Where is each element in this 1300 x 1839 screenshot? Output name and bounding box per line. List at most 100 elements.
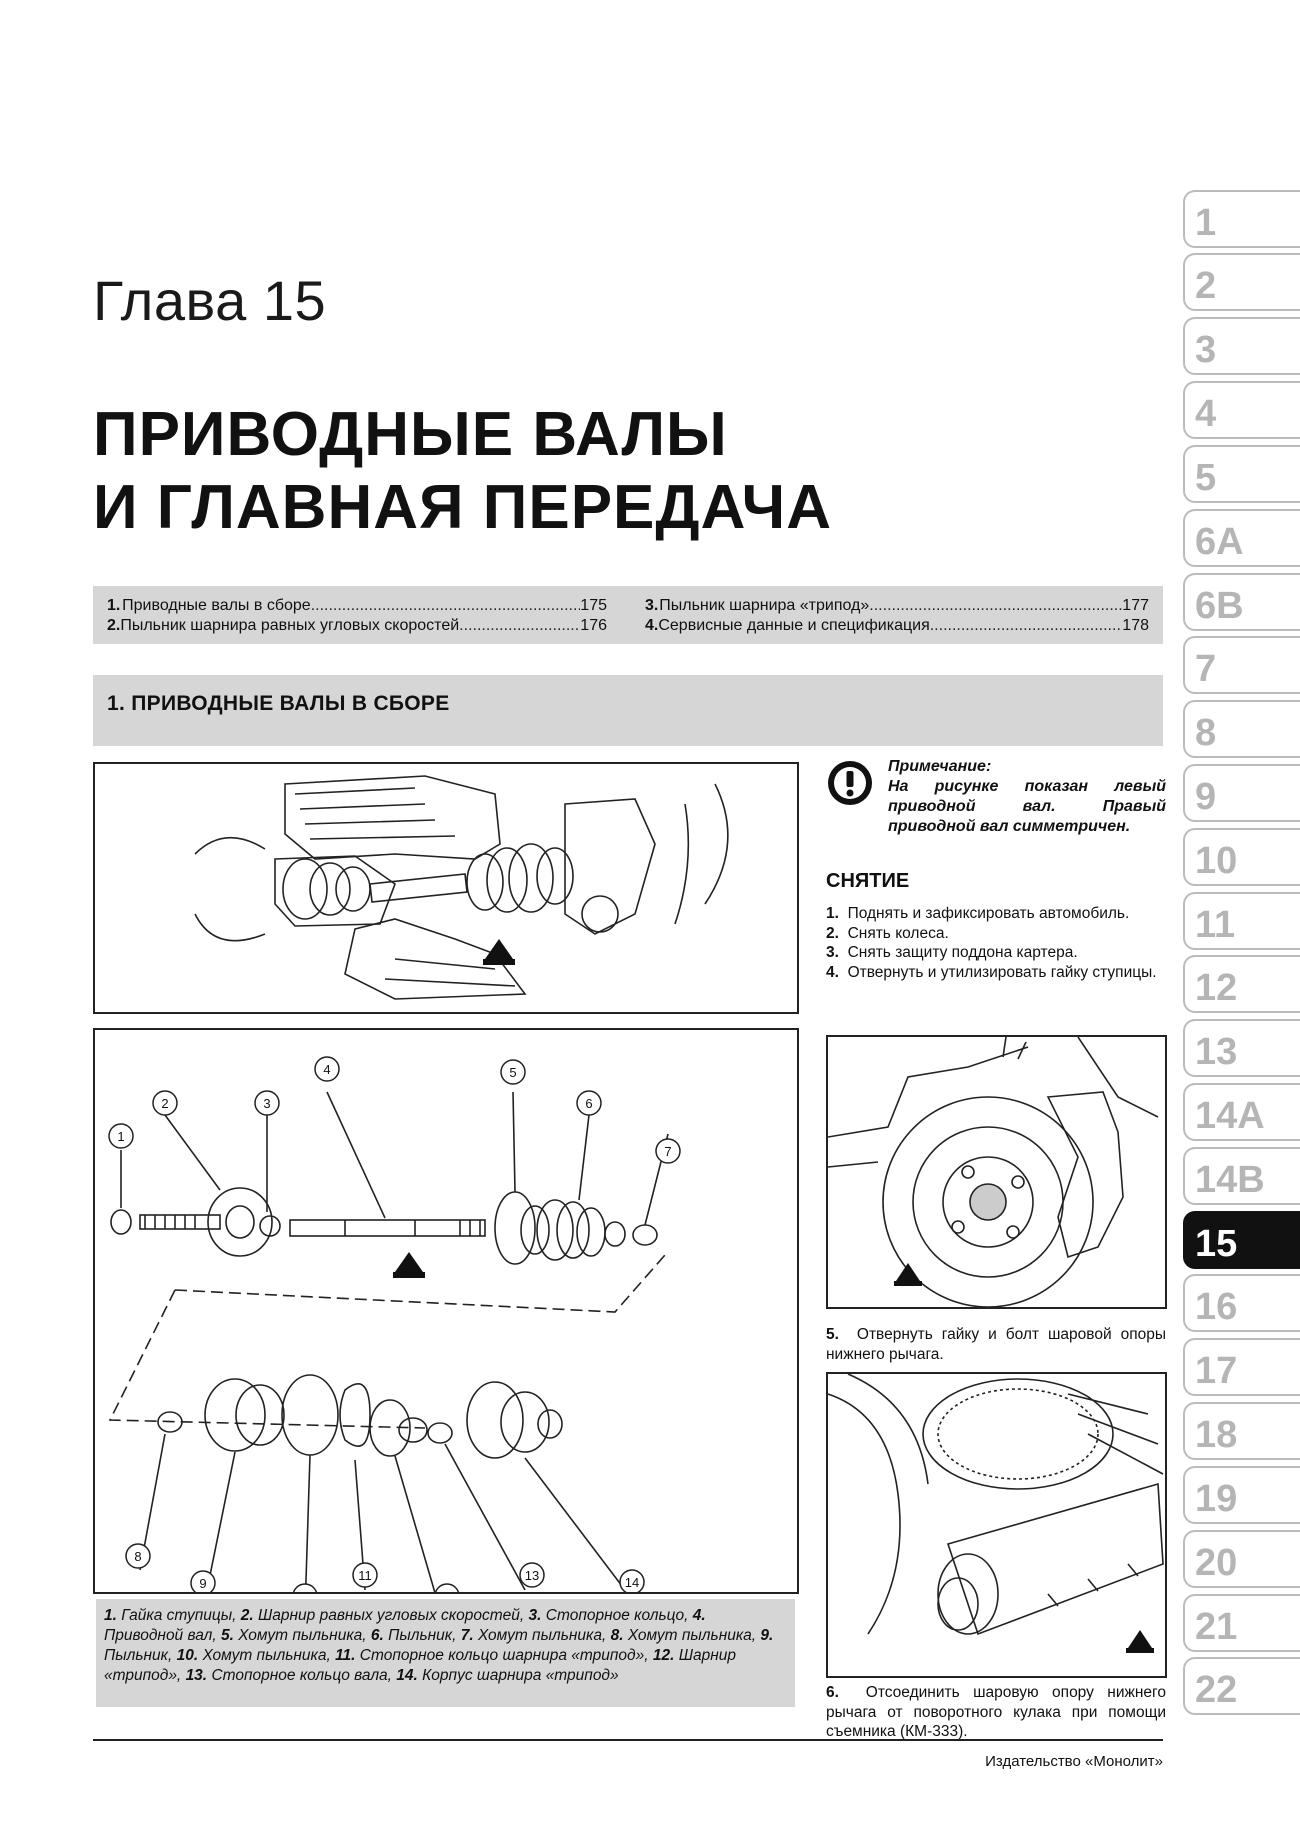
toc-entry-page: 178	[1122, 617, 1149, 634]
removal-step-6: 6. Отсоединить шаровую опору нижнего рыч…	[826, 1683, 1166, 1742]
photo-ball-joint	[826, 1372, 1167, 1678]
step-item: 3. Снять защиту поддона картера.	[826, 944, 1078, 961]
svg-text:3: 3	[263, 1096, 270, 1111]
figure-exploded-view: 1 2 3 4 5 6 7 8 9 10 11 12 13 14	[93, 1028, 799, 1613]
svg-text:7: 7	[664, 1144, 671, 1159]
figure-legend: 1. Гайка ступицы, 2. Шарнир равных углов…	[96, 1599, 795, 1707]
chapter-tab-11[interactable]: 11	[1183, 892, 1300, 950]
chapter-tab-1[interactable]: 1	[1183, 190, 1300, 248]
toc-entry-label: Пыльник шарнира равных угловых скоростей	[120, 617, 460, 634]
step-item: 4. Отвернуть и утилизировать гайку ступи…	[826, 963, 1157, 981]
chapter-tab-15-active[interactable]: 15	[1183, 1211, 1300, 1269]
toc-leader	[459, 616, 580, 636]
callout-12: 12	[434, 1583, 460, 1609]
toc-entry[interactable]: 3. Пыльник шарнира «трипод» 177	[645, 596, 1149, 616]
toc-entry-number: 3.	[645, 597, 659, 614]
chapter-tab-6b[interactable]: 6B	[1183, 573, 1300, 631]
photo-wheel-hub	[826, 1035, 1167, 1309]
section-heading-bar: 1. ПРИВОДНЫЕ ВАЛЫ В СБОРЕ	[93, 675, 1163, 746]
step-item: 6. Отсоединить шаровую опору нижнего рыч…	[826, 1684, 1166, 1740]
legend-item: 4. Приводной вал,	[104, 1607, 706, 1644]
svg-text:6: 6	[585, 1096, 592, 1111]
toc-entry[interactable]: 2. Пыльник шарнира равных угловых скорос…	[107, 616, 607, 636]
chapter-title-line-2: И ГЛАВНАЯ ПЕРЕДАЧА	[93, 473, 832, 542]
svg-text:14: 14	[625, 1575, 639, 1590]
removal-heading: СНЯТИЕ	[826, 870, 910, 892]
toc-leader	[869, 596, 1122, 616]
legend-item: 7. Хомут пыльника,	[460, 1627, 607, 1644]
chapter-tab-14a[interactable]: 14A	[1183, 1083, 1300, 1141]
callout-14: 14	[619, 1569, 645, 1595]
toc-column-right: 3. Пыльник шарнира «трипод» 177 4. Серви…	[645, 596, 1149, 636]
watermark-logo	[894, 1263, 922, 1286]
legend-item: 1. Гайка ступицы,	[104, 1607, 237, 1624]
figure-installed-shaft	[93, 762, 799, 1014]
chapter-tab-7[interactable]: 7	[1183, 636, 1300, 694]
toc-leader	[311, 596, 581, 616]
note-title: Примечание:	[888, 758, 992, 775]
toc-column-left: 1. Приводные валы в сборе 175 2. Пыльник…	[107, 596, 607, 636]
step-item: 5. Отвернуть гайку и болт шаровой опоры …	[826, 1326, 1166, 1363]
chapter-tab-16[interactable]: 16	[1183, 1274, 1300, 1332]
note-block: Примечание: На рисунке показан левый при…	[888, 757, 1166, 837]
legend-item: 8. Хомут пыльника,	[610, 1627, 757, 1644]
legend-item: 9. Пыльник,	[104, 1627, 774, 1664]
chapter-tab-4[interactable]: 4	[1183, 381, 1300, 439]
svg-text:4: 4	[323, 1062, 330, 1077]
svg-text:11: 11	[358, 1568, 372, 1583]
chapter-title-line-1: ПРИВОДНЫЕ ВАЛЫ	[93, 400, 728, 469]
chapter-tab-22[interactable]: 22	[1183, 1657, 1300, 1715]
chapter-tab-6a[interactable]: 6A	[1183, 509, 1300, 567]
callout-6: 6	[576, 1090, 602, 1116]
chapter-tab-8[interactable]: 8	[1183, 700, 1300, 758]
step-item: 1. Поднять и зафиксировать автомобиль.	[826, 905, 1130, 922]
exploded-view-illustration: 1 2 3 4 5 6 7 8 9 10 11 12 13 14	[108, 1056, 681, 1613]
chapter-tab-18[interactable]: 18	[1183, 1402, 1300, 1460]
section-heading: 1. ПРИВОДНЫЕ ВАЛЫ В СБОРЕ	[107, 692, 450, 715]
callout-11: 11	[352, 1562, 378, 1588]
toc-leader	[930, 616, 1123, 636]
chapter-tab-3[interactable]: 3	[1183, 317, 1300, 375]
chapter-tab-13[interactable]: 13	[1183, 1019, 1300, 1077]
legend-item: 11. Стопорное кольцо шарнира «трипод»,	[335, 1647, 649, 1664]
legend-item: 12. Шарнир «трипод»,	[104, 1647, 736, 1684]
svg-text:9: 9	[199, 1576, 206, 1591]
chapter-tab-14b[interactable]: 14B	[1183, 1147, 1300, 1205]
toc-entry-number: 2.	[107, 617, 121, 634]
legend-item: 10. Хомут пыльника,	[176, 1647, 331, 1664]
watermark-logo	[1126, 1630, 1154, 1653]
toc-entry[interactable]: 4. Сервисные данные и спецификация 178	[645, 616, 1149, 636]
chapter-tab-10[interactable]: 10	[1183, 828, 1300, 886]
svg-text:8: 8	[134, 1549, 141, 1564]
callout-3: 3	[254, 1090, 280, 1116]
watermark-logo	[483, 939, 515, 965]
chapter-tab-19[interactable]: 19	[1183, 1466, 1300, 1524]
toc-entry-label: Приводные валы в сборе	[122, 597, 311, 614]
chapter-tab-21[interactable]: 21	[1183, 1594, 1300, 1652]
toc-entry[interactable]: 1. Приводные валы в сборе 175	[107, 596, 607, 616]
callout-10: 10	[292, 1583, 318, 1609]
publisher-name: Издательство «Монолит»	[985, 1753, 1163, 1770]
svg-text:12: 12	[440, 1589, 454, 1592]
chapter-tab-9[interactable]: 9	[1183, 764, 1300, 822]
legend-item: 3. Стопорное кольцо,	[528, 1607, 689, 1624]
installed-shaft-illustration	[194, 775, 729, 1000]
svg-text:5: 5	[509, 1065, 516, 1080]
chapter-tab-2[interactable]: 2	[1183, 253, 1300, 311]
warning-icon	[826, 759, 874, 807]
step-item: 2. Снять колеса.	[826, 924, 949, 942]
toc-entry-number: 4.	[645, 617, 659, 634]
svg-text:10: 10	[298, 1589, 312, 1592]
chapter-label: Глава 15	[93, 269, 327, 332]
legend-item: 6. Пыльник,	[370, 1627, 457, 1644]
removal-steps-1-4: 1. Поднять и зафиксировать автомобиль. 2…	[826, 904, 1166, 982]
toc-entry-number: 1.	[107, 597, 121, 614]
toc-entry-page: 175	[580, 597, 607, 614]
chapter-tab-5[interactable]: 5	[1183, 445, 1300, 503]
callout-8: 8	[125, 1543, 151, 1569]
chapter-tab-20[interactable]: 20	[1183, 1530, 1300, 1588]
legend-item: 14. Корпус шарнира «трипод»	[396, 1667, 619, 1684]
chapter-tab-17[interactable]: 17	[1183, 1338, 1300, 1396]
legend-item: 13. Стопорное кольцо вала,	[185, 1667, 392, 1684]
chapter-tab-12[interactable]: 12	[1183, 955, 1300, 1013]
